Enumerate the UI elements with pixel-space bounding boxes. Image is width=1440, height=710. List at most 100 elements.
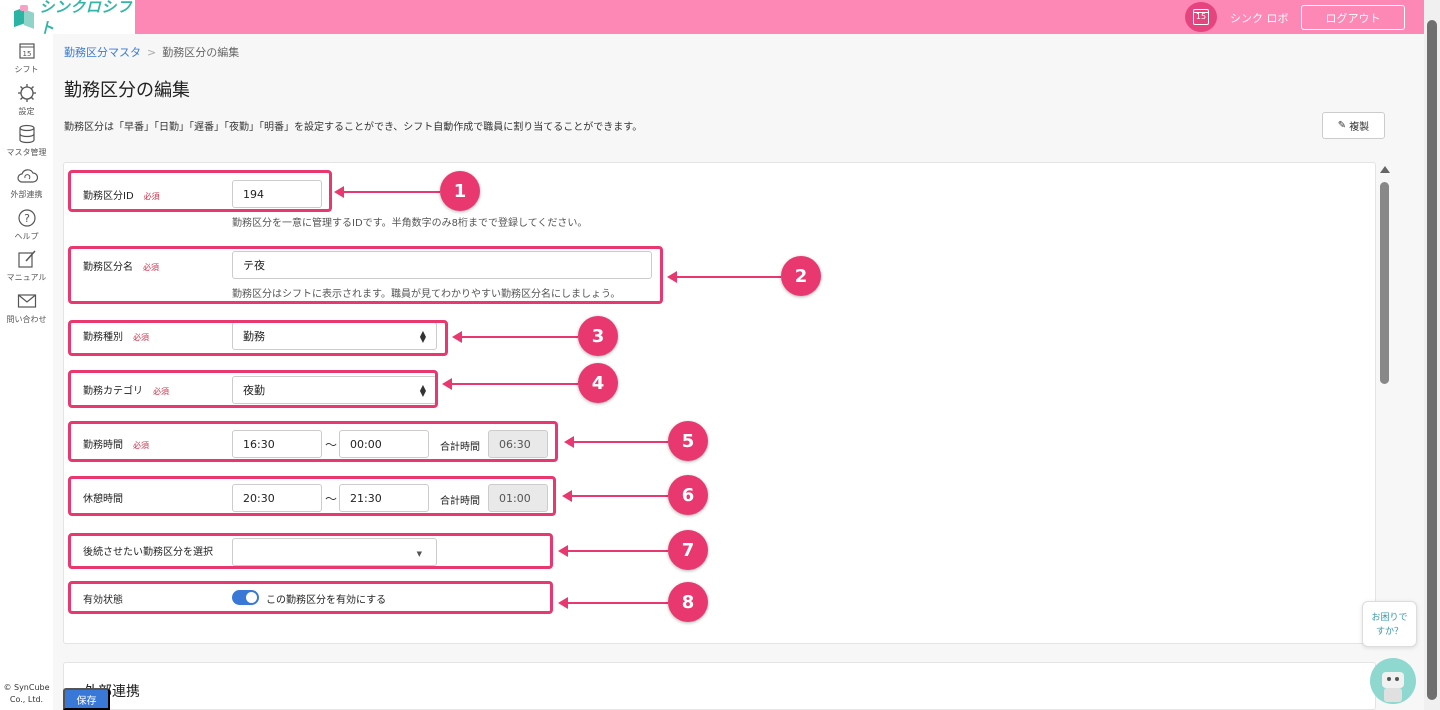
break-start-input[interactable]: 20:30 <box>232 484 322 512</box>
status-label: 有効状態 <box>83 595 123 606</box>
sidebar-item-manual[interactable]: マニュアル <box>0 248 53 283</box>
chatbot-robot-icon[interactable] <box>1370 658 1416 704</box>
work-time-label-text: 勤務時間 <box>83 440 123 451</box>
sidebar-item-label: ヘルプ <box>14 232 39 241</box>
gear-icon <box>16 82 38 104</box>
name-label-text: 勤務区分名 <box>83 262 133 273</box>
card-scrollbar[interactable] <box>1378 166 1392 644</box>
sidebar-item-contact[interactable]: 問い合わせ <box>0 290 53 325</box>
app-logo[interactable]: シンクロシフト <box>0 0 135 37</box>
copy-button[interactable]: ✎複製 <box>1322 112 1385 139</box>
highlight-box-4 <box>68 370 438 408</box>
sidebar-item-settings[interactable]: 設定 <box>0 82 53 117</box>
calendar-badge[interactable]: 15 <box>1185 2 1217 32</box>
copy-button-label: 複製 <box>1349 122 1370 133</box>
break-time-label: 休憩時間 <box>83 494 123 505</box>
highlight-box-2 <box>68 246 663 304</box>
type-label-text: 勤務種別 <box>83 332 123 343</box>
work-time-label: 勤務時間必須 <box>83 436 149 451</box>
arrow-icon <box>558 545 668 557</box>
id-input[interactable]: 194 <box>232 180 322 208</box>
page-description: 勤務区分は「早番」「日勤」「遅番」「夜勤」「明番」を設定することができ、シフト自… <box>64 122 643 133</box>
annotation-number: 4 <box>578 363 618 403</box>
arrow-icon <box>562 490 668 502</box>
integration-card: 外部連携 <box>63 662 1376 710</box>
sidebar-item-label: 問い合わせ <box>6 315 47 324</box>
sidebar-item-help[interactable]: ? ヘルプ <box>0 207 53 242</box>
page-scrollbar[interactable] <box>1424 0 1440 710</box>
sidebar-item-shift[interactable]: 15 シフト <box>0 40 53 75</box>
copyright-line-2: Co., Ltd. <box>9 695 44 704</box>
breadcrumb: 勤務区分マスタ>勤務区分の編集 <box>64 44 239 60</box>
following-select[interactable]: ▼ <box>232 538 437 566</box>
sidebar: 15 シフト 設定 マスタ管理 外部連携 ? ヘルプ マニュアル <box>0 34 53 710</box>
calendar-icon: 15 <box>16 40 38 62</box>
name-label: 勤務区分名 必須 <box>83 258 159 273</box>
pencil-icon: ✎ <box>1337 120 1347 131</box>
work-total-value: 06:30 <box>488 430 548 458</box>
arrow-icon <box>667 271 781 283</box>
sidebar-item-label: マニュアル <box>6 273 47 282</box>
required-badge: 必須 <box>153 387 169 396</box>
tilde: 〜 <box>325 492 338 506</box>
annotation-number: 8 <box>668 582 708 622</box>
select-arrows-icon: ▲▼ <box>419 383 426 398</box>
highlight-box-8 <box>68 581 553 614</box>
status-toggle[interactable] <box>232 590 259 605</box>
status-toggle-label[interactable]: この勤務区分を有効にする <box>266 595 387 606</box>
help-bubble[interactable]: お困りで すか？ <box>1362 601 1417 647</box>
required-badge: 必須 <box>143 263 159 272</box>
tilde: 〜 <box>325 438 338 452</box>
svg-text:15: 15 <box>22 50 31 58</box>
breadcrumb-current: 勤務区分の編集 <box>162 46 240 59</box>
category-label-text: 勤務カテゴリ <box>83 386 143 397</box>
highlight-box-6 <box>68 476 556 516</box>
mail-icon <box>16 290 38 312</box>
id-hint: 勤務区分を一意に管理するIDです。半角数字のみ8桁までで登録してください。 <box>232 218 588 229</box>
type-select[interactable]: 勤務▲▼ <box>232 322 437 350</box>
sidebar-item-master[interactable]: マスタ管理 <box>0 123 53 158</box>
cloud-sync-icon <box>16 165 38 187</box>
help-bubble-line-2: すか？ <box>1375 627 1403 637</box>
user-name[interactable]: シンク ロボ <box>1230 12 1289 25</box>
help-bubble-line-1: お困りで <box>1371 613 1408 623</box>
calendar-day: 15 <box>1195 12 1207 21</box>
highlight-box-7 <box>68 533 553 569</box>
chevron-down-icon: ▼ <box>416 550 422 558</box>
name-input[interactable]: テ夜 <box>232 251 652 279</box>
edit-note-icon <box>16 248 38 270</box>
logout-button[interactable]: ログアウト <box>1301 5 1405 30</box>
card-scroll-thumb[interactable] <box>1380 182 1389 384</box>
required-badge: 必須 <box>133 333 149 342</box>
break-end-input[interactable]: 21:30 <box>339 484 429 512</box>
calendar-icon: 15 <box>1193 9 1209 25</box>
page-scroll-thumb[interactable] <box>1427 20 1437 700</box>
copyright-line-1: © SynCube <box>3 683 50 692</box>
type-select-value: 勤務 <box>243 330 265 343</box>
highlight-box-1 <box>68 170 332 212</box>
copyright: © SynCube Co., Ltd. <box>0 682 53 706</box>
sidebar-item-label: 外部連携 <box>10 190 43 199</box>
following-label: 後続させたい勤務区分を選択 <box>83 547 213 558</box>
sidebar-item-label: シフト <box>14 65 39 74</box>
arrow-icon <box>334 186 440 198</box>
sidebar-item-integration[interactable]: 外部連携 <box>0 165 53 200</box>
annotation-number: 7 <box>668 530 708 570</box>
break-total-value: 01:00 <box>488 484 548 512</box>
annotation-number: 3 <box>578 316 618 356</box>
type-label: 勤務種別 必須 <box>83 328 149 343</box>
work-end-input[interactable]: 00:00 <box>339 430 429 458</box>
scroll-up-icon[interactable] <box>1380 166 1390 173</box>
breadcrumb-parent-link[interactable]: 勤務区分マスタ <box>64 46 141 59</box>
annotation-number: 1 <box>440 171 480 211</box>
page-title: 勤務区分の編集 <box>64 80 190 101</box>
required-badge: 必須 <box>143 192 160 201</box>
category-select[interactable]: 夜勤 ▲▼ <box>232 376 437 404</box>
sidebar-item-label: 設定 <box>18 107 35 116</box>
arrow-icon <box>558 597 668 609</box>
save-button[interactable]: 保存 <box>63 688 110 710</box>
category-select-value: 夜勤 <box>243 384 265 397</box>
work-start-input[interactable]: 16:30 <box>232 430 322 458</box>
svg-text:?: ? <box>24 212 30 225</box>
